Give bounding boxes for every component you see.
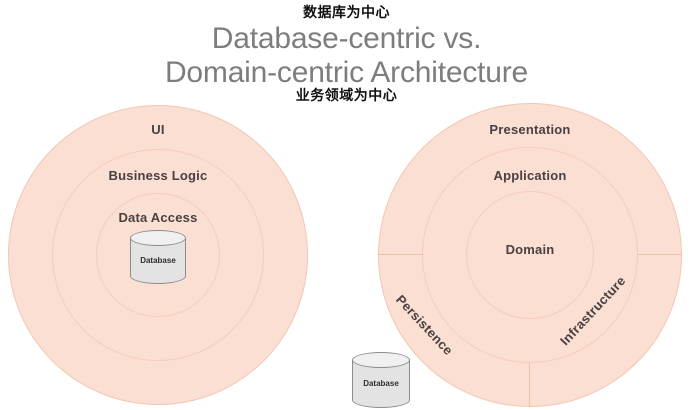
- page-title-line-2: Domain-centric Architecture: [164, 55, 529, 89]
- right-ring-label-presentation: Presentation: [489, 122, 571, 137]
- cylinder-top-ellipse: [352, 352, 410, 368]
- right-ring-label-domain: Domain: [505, 242, 555, 257]
- database-cylinder-inner: Database: [130, 230, 186, 284]
- left-ring-label-data-access: Data Access: [118, 210, 198, 225]
- segment-divider-left: [378, 254, 423, 255]
- cylinder-body: [352, 360, 410, 408]
- right-ring-domain: Domain: [466, 191, 594, 319]
- page-title-line-1: Database-centric vs.: [211, 22, 482, 55]
- segment-divider-bottom: [529, 363, 530, 407]
- left-ring-label-ui: UI: [151, 122, 165, 137]
- cylinder-body: [130, 238, 186, 284]
- left-ring-label-business-logic: Business Logic: [108, 168, 208, 183]
- database-cylinder-label: Database: [363, 379, 399, 388]
- right-ring-label-application: Application: [493, 168, 567, 183]
- database-cylinder-label: Database: [140, 256, 176, 265]
- database-cylinder-external: Database: [352, 352, 410, 408]
- annotation-domain-centric-cn: 业务领域为中心: [295, 87, 398, 103]
- cylinder-top-ellipse: [130, 230, 186, 246]
- left-ring-business-logic: Business Logic: [52, 149, 264, 361]
- segment-divider-right: [637, 254, 682, 255]
- page-title: Database-centric vs. Domain-centric Arch…: [0, 22, 693, 89]
- annotation-database-centric-cn: 数据库为中心: [303, 4, 390, 20]
